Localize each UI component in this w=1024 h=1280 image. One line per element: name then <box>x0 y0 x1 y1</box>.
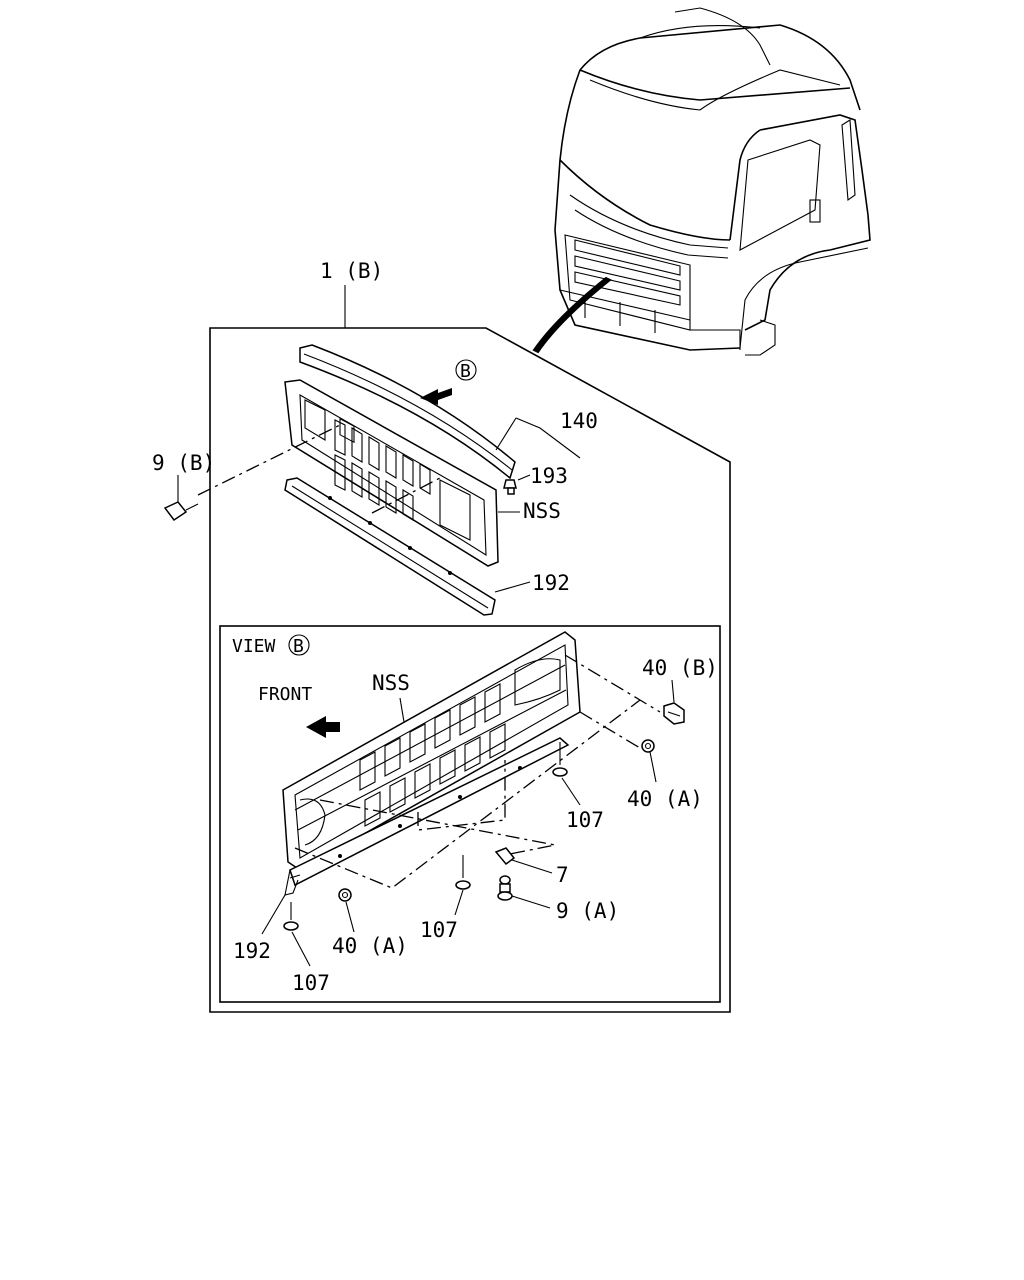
callout-140: 140 <box>560 409 598 433</box>
nut-40a-right-icon <box>641 739 655 753</box>
view-b-inset: VIEW B FRONT <box>219 625 721 1003</box>
callout-40b: 40 (B) <box>642 656 718 680</box>
callout-40a-right: 40 (A) <box>627 787 703 811</box>
callout-7: 7 <box>556 863 569 887</box>
nut-40a-left-icon <box>338 888 352 902</box>
clip-40b-icon <box>663 702 685 725</box>
view-b-marker: B <box>460 361 471 382</box>
screw-107-right-icon <box>552 742 568 777</box>
callout-nss-top: NSS <box>523 499 561 523</box>
grille-exploded-view: 9 (B) 140 193 NSS 192 B <box>152 344 598 616</box>
callout-40a-left: 40 (A) <box>332 934 408 958</box>
callout-9a: 9 (A) <box>556 899 619 923</box>
front-label: FRONT <box>258 684 312 705</box>
assembly-frame: 1 (B) <box>209 259 731 1013</box>
callout-193: 193 <box>530 464 568 488</box>
view-label: VIEW <box>232 636 276 657</box>
callout-107-left: 107 <box>292 971 330 995</box>
callout-192-view: 192 <box>233 939 271 963</box>
callout-192-top: 192 <box>532 571 570 595</box>
clip-7-icon <box>494 847 516 866</box>
truck-cab-illustration <box>532 7 871 356</box>
callout-assembly: 1 (B) <box>320 259 383 283</box>
callout-9b: 9 (B) <box>152 451 215 475</box>
callout-107-right: 107 <box>566 808 604 832</box>
front-arrow-icon <box>306 716 340 738</box>
bolt-193-icon <box>503 479 517 495</box>
callout-nss-view: NSS <box>372 671 410 695</box>
bolt-9a-icon <box>497 875 513 901</box>
view-marker: B <box>293 636 304 657</box>
view-b-arrow-icon: B <box>420 359 477 405</box>
screw-9b-icon <box>163 501 199 522</box>
callout-107-mid: 107 <box>420 918 458 942</box>
screw-107-mid-icon <box>455 855 471 890</box>
screw-107-left-icon <box>283 902 299 931</box>
